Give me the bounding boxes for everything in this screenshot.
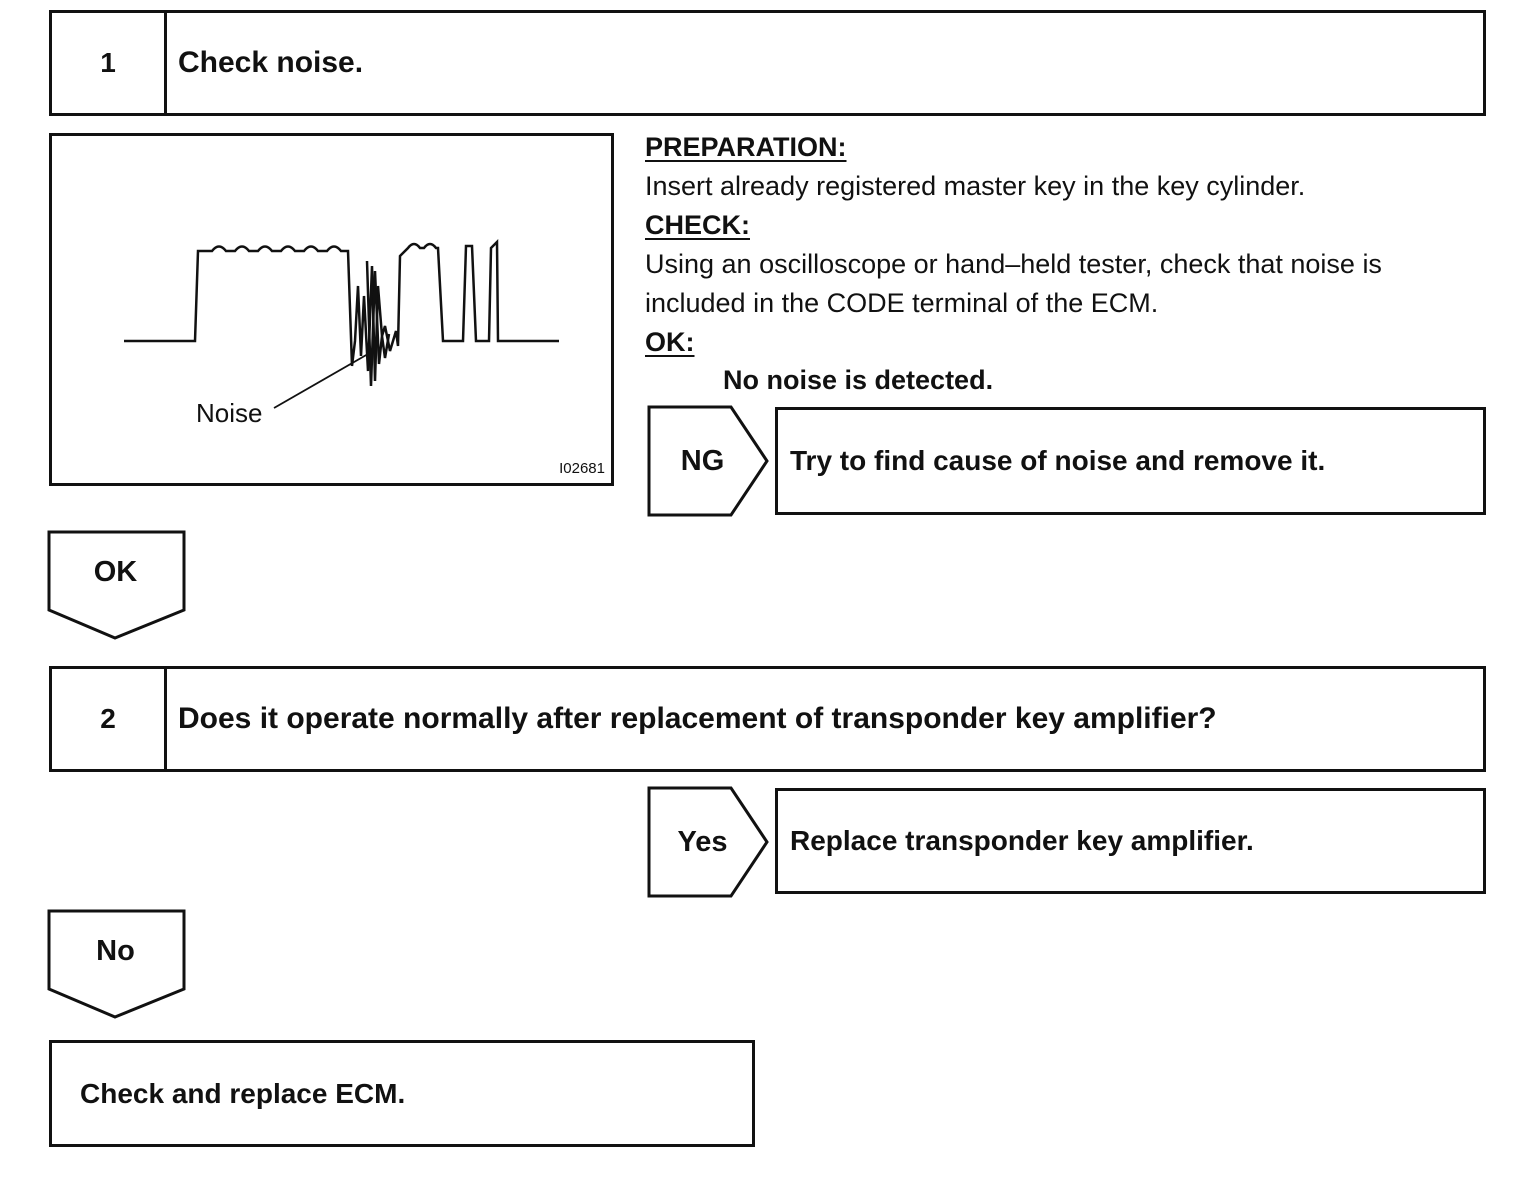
step1-number: 1 — [52, 13, 167, 113]
yes-label: Yes — [677, 825, 728, 858]
step2-number: 2 — [52, 669, 167, 769]
ok-arrow-shape — [47, 530, 186, 640]
preparation-heading: PREPARATION: — [645, 132, 847, 162]
figure-id: I02681 — [559, 460, 605, 477]
no-arrow-shape — [47, 909, 186, 1019]
final-action-text: Check and replace ECM. — [80, 1077, 406, 1109]
step1-title: Check noise. — [178, 46, 364, 79]
step2-header: 2 Does it operate normally after replace… — [49, 666, 1486, 772]
procedure-text: PREPARATION: Insert already registered m… — [645, 128, 1505, 362]
step1-header: 1 Check noise. — [49, 10, 1486, 116]
check-heading: CHECK: — [645, 210, 750, 240]
check-text-line2: included in the CODE terminal of the ECM… — [645, 288, 1159, 318]
preparation-text: Insert already registered master key in … — [645, 171, 1306, 201]
waveform-figure: Noise I02681 — [49, 133, 614, 486]
noise-leader-line — [273, 353, 369, 409]
ng-label: NG — [680, 444, 725, 477]
noise-label: Noise — [196, 398, 263, 428]
check-text-line1: Using an oscilloscope or hand–held teste… — [645, 249, 1382, 279]
step2-title: Does it operate normally after replaceme… — [178, 702, 1217, 735]
ng-action-text: Try to find cause of noise and remove it… — [790, 445, 1326, 476]
no-label: No — [96, 934, 135, 967]
ok-criteria-value: No noise is detected. — [723, 365, 994, 395]
yes-action-box: Replace transponder key amplifier. — [775, 788, 1486, 894]
noise-spikes — [365, 260, 391, 387]
ok-label: OK — [93, 555, 138, 588]
yes-arrow-shape — [647, 786, 769, 898]
ng-arrow-shape — [647, 405, 769, 517]
final-action-box: Check and replace ECM. — [49, 1040, 755, 1147]
yes-action-text: Replace transponder key amplifier. — [790, 825, 1254, 856]
waveform-diagram — [124, 239, 559, 409]
ok-criteria-heading: OK: — [645, 327, 695, 357]
ng-action-box: Try to find cause of noise and remove it… — [775, 407, 1486, 515]
signal-waveform — [124, 239, 559, 382]
